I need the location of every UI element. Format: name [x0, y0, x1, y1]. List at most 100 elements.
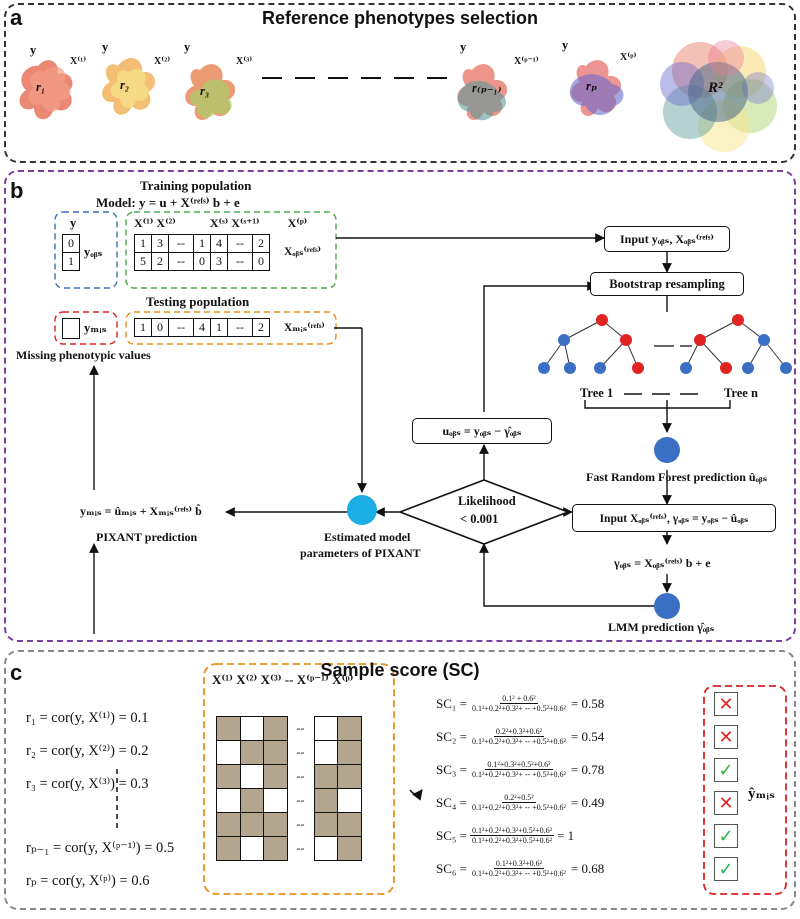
input-box-2: Input Xₒᵦₛ⁽ʳᵉᶠˢ⁾, γₒᵦₛ = yₒᵦₛ − ûₒᵦₛ [572, 504, 776, 532]
shape3-y: y [184, 40, 191, 54]
shapep-x: X⁽ᵖ⁾ [620, 52, 637, 63]
estimated-dot [347, 495, 377, 525]
panel-c-title: Sample score (SC) [320, 660, 480, 680]
score-name: SC₄ = [436, 794, 468, 810]
training-title: Training population [140, 178, 252, 193]
x-mis-cell: -- [168, 318, 194, 337]
cross-icon: ✕ [714, 791, 738, 815]
score-matrix: ------------ [216, 716, 362, 861]
x-obs-refs-label: Xₒᵦₛ⁽ʳᵉᶠˢ⁾ [284, 246, 321, 258]
score-matrix-cell: -- [296, 841, 305, 855]
x-obs-cell: 4 [210, 234, 228, 253]
y-hat-mis: ŷₘᵢₛ [748, 786, 776, 802]
shape1-y: y [30, 43, 37, 57]
shapep1-r: r₍ₚ₋₁₎ [472, 81, 502, 95]
panel-a-label: a [10, 5, 23, 30]
score-matrix-row: -- [216, 812, 362, 837]
shape1-x: X⁽¹⁾ [70, 56, 87, 67]
score-matrix-cell [263, 812, 288, 837]
score-denominator: 0.1²+0.2²+0.3²+0.5²+0.6² [472, 836, 553, 845]
tree-node [538, 362, 550, 374]
score-matrix-cell [263, 716, 288, 741]
score-matrix-cell: -- [296, 793, 305, 807]
x-mis-refs-label: Xₘᵢₛ⁽ʳᵉᶠˢ⁾ [284, 322, 325, 334]
x-headers: X⁽¹⁾ X⁽²⁾ X⁽ˢ⁾ X⁽ˢ⁺¹⁾ X⁽ᵖ⁾ [134, 216, 307, 231]
x-header: X⁽ˢ⁾ [209, 216, 229, 230]
score-matrix-cell [239, 812, 264, 837]
x-obs-cell: 1 [193, 234, 211, 253]
x-obs-cell: -- [227, 234, 253, 253]
score-name: SC₁ = [436, 695, 468, 711]
u-obs-box: uₒᵦₛ = yₒᵦₛ − γ̂ₒᵦₛ [412, 418, 552, 444]
likelihood-threshold: < 0.001 [460, 512, 499, 526]
matrix-header: X⁽¹⁾ [212, 672, 234, 687]
score-matrix-cell [216, 836, 241, 861]
score-matrix-cell [239, 788, 264, 813]
check-icon: ✓ [714, 824, 738, 848]
tree-node [720, 362, 732, 374]
x-obs-cell: 2 [252, 234, 270, 253]
tree-dashes [624, 393, 698, 395]
score-numerator: 0.1²+0.3²+0.5²+0.6² [485, 760, 553, 770]
score-matrix-cell [263, 764, 288, 789]
y-obs-label: yₒᵦₛ [84, 245, 103, 259]
score-matrix-cell [239, 836, 264, 861]
prediction-formula: yₘᵢₛ = ûₘᵢₛ + Xₘᵢₛ⁽ʳᵉᶠˢ⁾ b̂ [80, 504, 202, 518]
score-matrix-cell [337, 740, 362, 765]
tree-node [596, 314, 608, 326]
score-matrix-cell [216, 716, 241, 741]
shape2-r: r₂ [120, 78, 130, 92]
shape3-x: X⁽³⁾ [236, 56, 253, 67]
shapep-r: rₚ [586, 79, 598, 93]
x-mis-cell: -- [227, 318, 253, 337]
score-name: SC₃ = [436, 761, 468, 777]
x-obs-cell: 5 [134, 252, 152, 271]
input-box-1: Input yₒᵦₛ, Xₒᵦₛ⁽ʳᵉᶠˢ⁾ [604, 226, 730, 252]
score-matrix-cell [216, 740, 241, 765]
x-header: X⁽ᵖ⁾ [287, 216, 308, 230]
phenotype-shape-p-1 [457, 64, 508, 121]
score-matrix-headers: X⁽¹⁾ X⁽²⁾ X⁽³⁾ -- X⁽ᵖ⁻¹⁾ X⁽ᵖ⁾ [212, 672, 354, 688]
score-denominator: 0.1²+0.2²+0.3²+ -- +0.5²+0.6² [472, 803, 566, 812]
panel-c [4, 650, 796, 910]
score-matrix-cell [216, 812, 241, 837]
panel-b [4, 170, 796, 642]
y-mis-label: yₘᵢₛ [84, 321, 107, 335]
tree-node [632, 362, 644, 374]
tree-node [680, 362, 692, 374]
r2-label: R² [708, 80, 723, 96]
panel-a-title: Reference phenotypes selection [261, 8, 539, 28]
frf-dot [654, 437, 680, 463]
cross-icon: ✕ [714, 692, 738, 716]
matrix-header: X⁽ᵖ⁻¹⁾ [296, 672, 329, 687]
score-numerator: 0.1²+0.2²+0.3²+0.5²+0.6² [470, 826, 555, 836]
score-name: SC₆ = [436, 860, 468, 876]
score-numerator: 0.1² + 0.6² [500, 694, 538, 704]
x-obs-cell: -- [168, 234, 194, 253]
score-matrix-row: -- [216, 788, 362, 813]
score-denominator: 0.1²+0.2²+0.3²+ -- +0.5²+0.6² [472, 869, 566, 878]
shape2-y: y [102, 40, 109, 54]
missing-label: Missing phenotypic values [16, 348, 151, 362]
cross-icon: ✕ [714, 725, 738, 749]
score-numerator: 0.1²+0.3²+0.6² [493, 859, 545, 869]
score-matrix-row: -- [216, 716, 362, 741]
matrix-header: X⁽²⁾ [236, 672, 258, 687]
lmm-dot [654, 593, 680, 619]
score-matrix-cell: -- [296, 745, 305, 759]
score-matrix-cell [313, 764, 338, 789]
estimated-label: Estimated model [324, 530, 411, 544]
tree-node [558, 334, 570, 346]
frf-prediction: Fast Random Forest prediction ûₒᵦₛ [586, 470, 768, 484]
score-value: = 0.78 [570, 761, 605, 777]
r2-cluster [660, 40, 777, 152]
score-matrix-cell [337, 716, 362, 741]
phenotype-shape-3 [185, 64, 236, 120]
y-obs-cell: 1 [62, 252, 80, 271]
